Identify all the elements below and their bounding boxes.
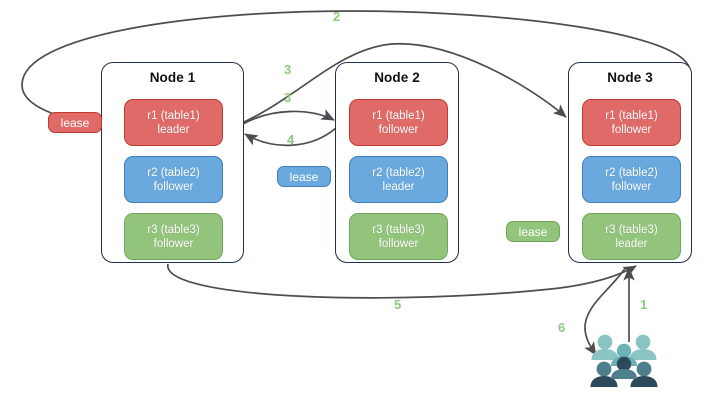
replica-name: r1 (table1) — [147, 109, 200, 122]
replica-role: follower — [153, 237, 194, 250]
edge-step-5 — [167, 263, 637, 299]
edge-step-2 — [21, 10, 691, 128]
replica-node1-r1[interactable]: r1 (table1) leader — [124, 99, 223, 146]
people-icon — [590, 334, 658, 387]
node-box-node3[interactable]: Node 3 r1 (table1) follower r2 (table2) … — [568, 62, 692, 263]
edge-step-3-upper — [243, 42, 567, 123]
replica-node2-r1[interactable]: r1 (table1) follower — [349, 99, 448, 146]
step-label-3b: 3 — [284, 90, 292, 105]
node-title-node2: Node 2 — [374, 70, 420, 85]
replica-name: r2 (table2) — [147, 166, 200, 179]
replica-role: follower — [378, 237, 419, 250]
lease-badge-r2[interactable]: lease — [277, 166, 331, 187]
lease-badge-r1[interactable]: lease — [48, 112, 102, 133]
replica-name: r2 (table2) — [372, 166, 425, 179]
edge-step-4 — [244, 127, 337, 147]
step-label-3a: 3 — [284, 62, 292, 77]
replica-role: follower — [153, 180, 194, 193]
replica-role: follower — [611, 180, 652, 193]
replica-node1-r2[interactable]: r2 (table2) follower — [124, 156, 223, 203]
replica-node2-r3[interactable]: r3 (table3) follower — [349, 213, 448, 260]
node-box-node1[interactable]: Node 1 r1 (table1) leader r2 (table2) fo… — [101, 62, 244, 263]
replica-role: follower — [611, 123, 652, 136]
replica-role: leader — [382, 180, 415, 193]
replica-node1-r3[interactable]: r3 (table3) follower — [124, 213, 223, 260]
replica-node3-r2[interactable]: r2 (table2) follower — [582, 156, 681, 203]
lease-badge-r3[interactable]: lease — [506, 221, 560, 242]
replica-name: r3 (table3) — [372, 223, 425, 236]
replica-role: leader — [615, 237, 648, 250]
replica-role: follower — [378, 123, 419, 136]
step-label-5: 5 — [394, 297, 402, 312]
step-label-6: 6 — [558, 320, 566, 335]
replica-role: leader — [157, 123, 190, 136]
step-label-4: 4 — [287, 132, 295, 147]
edge-step-3-lower — [242, 109, 335, 125]
replica-node3-r3[interactable]: r3 (table3) leader — [582, 213, 681, 260]
replica-name: r2 (table2) — [605, 166, 658, 179]
node-box-node2[interactable]: Node 2 r1 (table1) follower r2 (table2) … — [335, 62, 459, 263]
replica-node2-r2[interactable]: r2 (table2) leader — [349, 156, 448, 203]
replica-name: r1 (table1) — [605, 109, 658, 122]
node-title-node1: Node 1 — [149, 70, 196, 85]
step-label-1: 1 — [640, 297, 648, 312]
replica-name: r1 (table1) — [372, 109, 425, 122]
replica-name: r3 (table3) — [147, 223, 200, 236]
edge-step-6 — [584, 266, 627, 356]
replica-node3-r1[interactable]: r1 (table1) follower — [582, 99, 681, 146]
node-title-node3: Node 3 — [607, 70, 653, 85]
replica-name: r3 (table3) — [605, 223, 658, 236]
step-label-2: 2 — [333, 9, 341, 24]
